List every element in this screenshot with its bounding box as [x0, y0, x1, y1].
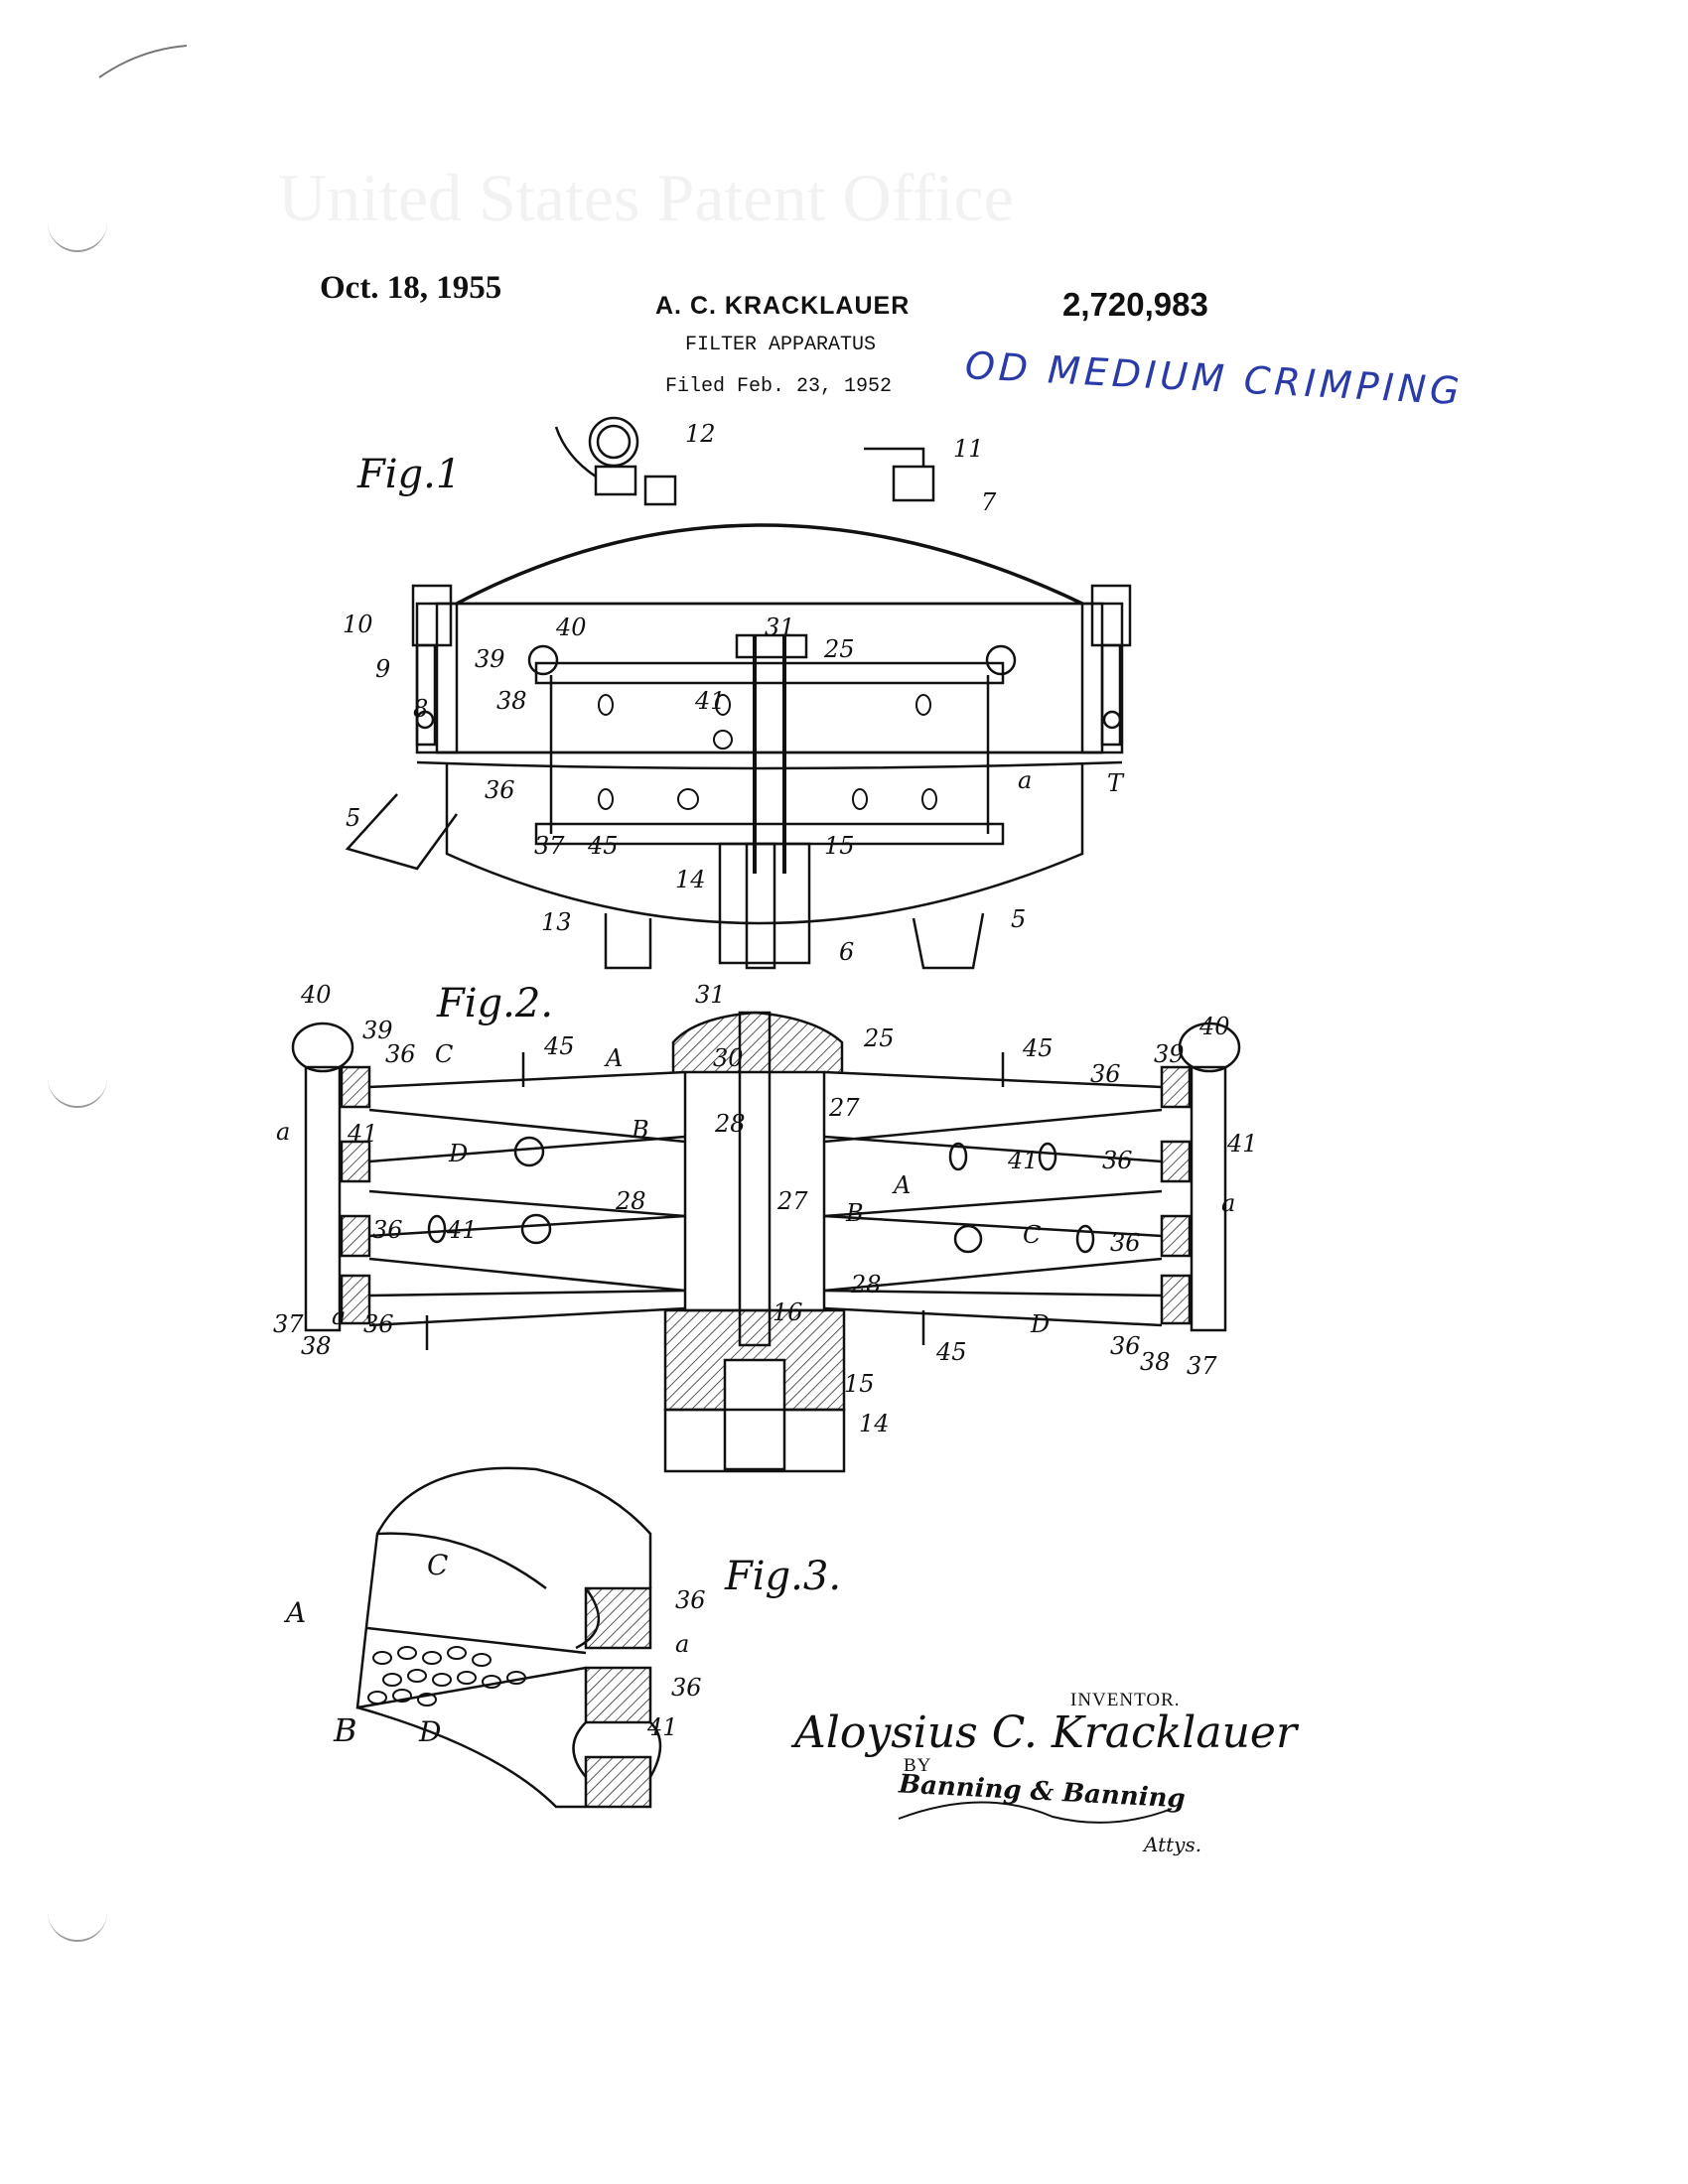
fig1-title: Fig.1 — [357, 452, 461, 497]
fig2-label: 30 — [713, 1044, 744, 1072]
fig3-perforations — [368, 1647, 525, 1706]
fig2-label: 40 — [1199, 1013, 1230, 1040]
fig2-label: 38 — [1140, 1348, 1171, 1376]
fig1-label: 15 — [824, 832, 855, 860]
fig1-label: 12 — [685, 420, 716, 448]
fig1-drawing — [348, 418, 1130, 968]
fig2-label: 14 — [859, 1410, 890, 1437]
fig2-label: 39 — [1154, 1040, 1185, 1068]
fig3-label: a — [675, 1630, 689, 1658]
fig2-label: D — [449, 1140, 468, 1167]
fig2-label: B — [632, 1116, 649, 1144]
fig2-label: 41 — [1008, 1147, 1039, 1174]
fig3-label: C — [427, 1549, 448, 1581]
fig2-label: 36 — [372, 1216, 403, 1244]
fig3-label: 36 — [671, 1674, 702, 1702]
fig1-label: 10 — [343, 611, 373, 638]
fig2-label: 27 — [829, 1094, 860, 1122]
fig1-label: 40 — [556, 614, 587, 641]
fig3-label: A — [286, 1596, 306, 1629]
fig2-label: 36 — [1110, 1229, 1141, 1257]
fig1-label: 6 — [839, 938, 854, 966]
fig1-label: 45 — [588, 832, 619, 860]
fig2-label: a — [1221, 1189, 1235, 1217]
fig2-label: 36 — [1102, 1147, 1133, 1174]
fig2-label: C — [1023, 1221, 1041, 1249]
fig2-label: 28 — [715, 1110, 746, 1138]
fig2-label: 45 — [936, 1338, 967, 1366]
fig1-label: 5 — [346, 804, 360, 832]
fig3-label: 41 — [647, 1713, 678, 1741]
fig1-label: 39 — [475, 645, 505, 673]
fig1-label: 36 — [485, 776, 515, 804]
fig1-label: 38 — [496, 687, 527, 715]
fig1-label: 14 — [675, 866, 706, 893]
fig2-label: 28 — [851, 1271, 882, 1298]
fig2-label: 37 — [1187, 1352, 1217, 1380]
fig1-label: 11 — [953, 435, 984, 463]
fig2-label: 36 — [385, 1040, 416, 1068]
fig2-label: 36 — [1090, 1060, 1121, 1088]
fig2-label: 41 — [348, 1120, 378, 1148]
fig3-label: D — [419, 1715, 441, 1748]
fig2-label: 40 — [301, 981, 332, 1009]
fig2-label: 45 — [1023, 1034, 1054, 1062]
fig2-label: A — [894, 1171, 911, 1199]
fig2-label: a — [276, 1118, 290, 1146]
fig1-label: 31 — [765, 614, 795, 641]
fig2-label: 45 — [544, 1032, 575, 1060]
fig2-label: C — [435, 1040, 453, 1068]
fig2-label: 41 — [447, 1216, 478, 1244]
fig1-label: 25 — [824, 635, 855, 663]
fig1-label: a — [1018, 766, 1032, 794]
fig2-label: 15 — [844, 1370, 875, 1398]
fig2-label: 37 — [273, 1310, 304, 1338]
fig2-label: a — [332, 1302, 346, 1330]
fig3-label: B — [334, 1711, 357, 1749]
fig1-label: T — [1107, 769, 1123, 797]
fig2-label: 38 — [301, 1332, 332, 1360]
fig1-label: 8 — [413, 695, 428, 723]
attys-label: Attys. — [1144, 1833, 1201, 1856]
fig3-label: 36 — [675, 1586, 706, 1614]
fig2-label: 16 — [773, 1298, 803, 1326]
fig2-label: 25 — [864, 1024, 895, 1052]
fig2-label: 36 — [363, 1310, 394, 1338]
fig2-label: 36 — [1110, 1332, 1141, 1360]
inventor-signature: Aloysius C. Kracklauer — [794, 1707, 1297, 1758]
fig2-label: 27 — [777, 1187, 808, 1215]
stray-mark — [99, 46, 187, 77]
fig1-label: 7 — [981, 488, 996, 516]
fig1-label: 13 — [541, 908, 572, 936]
fig2-label: 31 — [695, 981, 726, 1009]
fig2-label: B — [846, 1199, 864, 1227]
fig2-label: 28 — [616, 1187, 646, 1215]
fig3-drawing — [357, 1468, 660, 1807]
fig2-label: D — [1031, 1310, 1050, 1338]
fig3-title: Fig.3. — [725, 1554, 841, 1599]
fig2-title: Fig.2. — [437, 981, 553, 1026]
fig2-label: 41 — [1227, 1130, 1258, 1158]
fig2-label: A — [606, 1044, 623, 1072]
fig1-label: 5 — [1011, 905, 1026, 933]
fig1-label: 9 — [375, 655, 390, 683]
fig1-label: 41 — [695, 687, 726, 715]
fig1-label: 37 — [534, 832, 565, 860]
